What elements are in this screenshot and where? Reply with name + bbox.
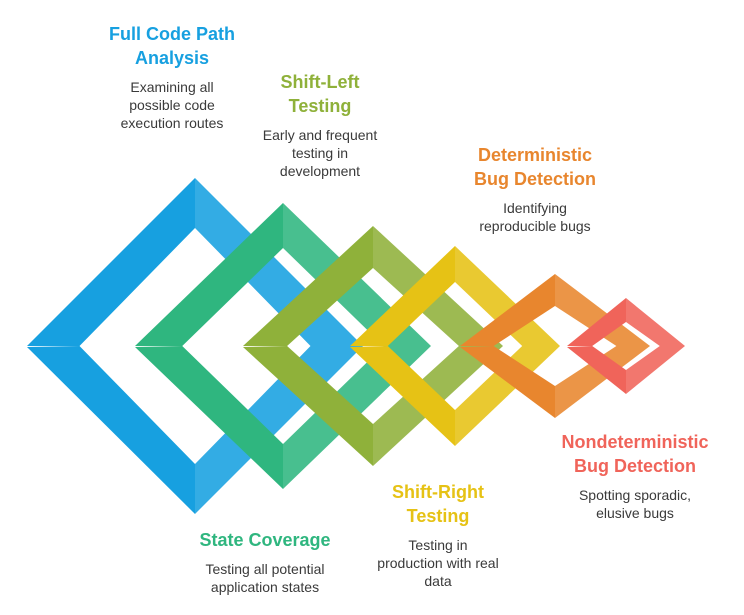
stage-title: State Coverage xyxy=(199,530,331,550)
stage-description: Spotting sporadic, elusive bugs xyxy=(578,487,692,521)
chevron-band xyxy=(27,178,195,346)
chevron-band xyxy=(455,346,560,446)
chevron-layers xyxy=(27,178,685,514)
stage-title: Full Code Path Analysis xyxy=(109,24,235,68)
label-shift-left: Shift-Left Testing Early and frequent te… xyxy=(255,70,385,180)
label-deterministic: Deterministic Bug Detection Identifying … xyxy=(455,143,615,235)
label-state-coverage: State Coverage Testing all potential app… xyxy=(180,528,350,596)
stage-title: Shift-Left Testing xyxy=(280,72,360,116)
stage-description: Testing in production with real data xyxy=(377,537,499,589)
chevron-band xyxy=(555,274,650,346)
chevron-band xyxy=(135,346,283,489)
chevron-band xyxy=(455,246,560,346)
chevron-band xyxy=(626,298,685,346)
stage-description: Examining all possible code execution ro… xyxy=(120,79,224,131)
chevron-band xyxy=(243,226,373,346)
chevron-band xyxy=(243,346,373,466)
chevron-band xyxy=(567,346,626,394)
label-nondeterministic: Nondeterministic Bug Detection Spotting … xyxy=(545,430,725,522)
chevron-band xyxy=(350,246,455,346)
stage-description: Early and frequent testing in developmen… xyxy=(262,127,378,179)
stage-title: Nondeterministic Bug Detection xyxy=(561,432,709,476)
stage-title: Shift-Right Testing xyxy=(392,482,484,526)
chevron-band xyxy=(567,298,626,346)
label-full-code-path: Full Code Path Analysis Examining all po… xyxy=(92,22,252,132)
chevron-band xyxy=(460,346,555,418)
stage-description: Testing all potential application states xyxy=(205,561,325,595)
label-shift-right: Shift-Right Testing Testing in productio… xyxy=(358,480,518,590)
chevron-band xyxy=(460,274,555,346)
chevron-band xyxy=(626,346,685,394)
chevron-band xyxy=(555,346,650,418)
chevron-band xyxy=(27,346,195,514)
stage-description: Identifying reproducible bugs xyxy=(479,200,591,234)
chevron-band xyxy=(350,346,455,446)
chevron-band xyxy=(135,203,283,346)
stage-title: Deterministic Bug Detection xyxy=(473,145,596,189)
